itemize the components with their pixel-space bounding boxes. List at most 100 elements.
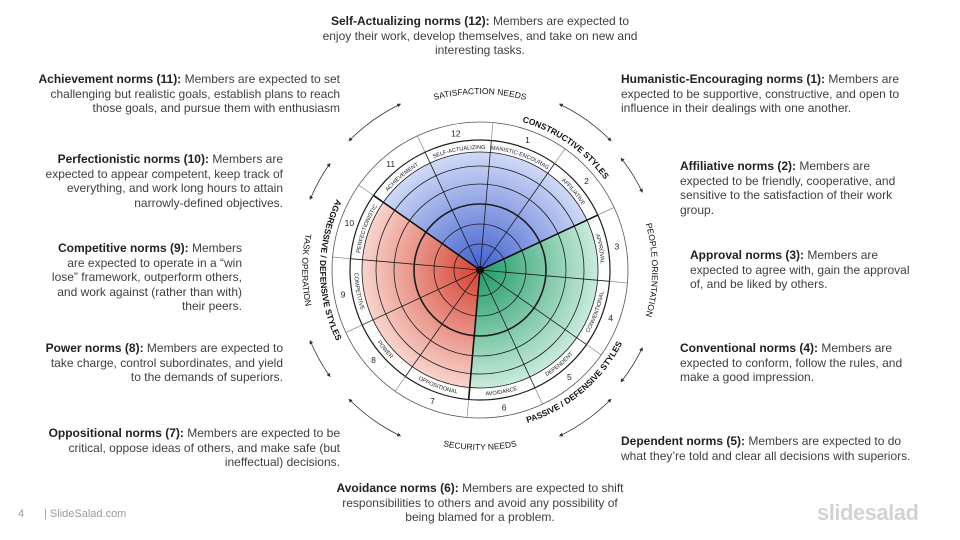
wheel-outer-ring xyxy=(349,139,611,401)
norm-title: Humanistic-Encouraging norms (1): xyxy=(621,72,826,86)
power-norm: Power norms (8): Members are expected to… xyxy=(40,341,283,385)
norm-text: Members are expected to enjoy their work… xyxy=(322,14,638,58)
norm-title: Power norms (8): xyxy=(45,341,144,355)
segment-divider xyxy=(554,148,566,164)
axis-arrow xyxy=(309,340,331,378)
humanistic-encouraging-norm: Humanistic-Encouraging norms (1): Member… xyxy=(621,72,916,116)
norm-title: Affiliative norms (2): xyxy=(680,159,797,173)
page-number: 4 xyxy=(18,508,25,520)
wheel-spoke xyxy=(479,269,587,345)
norm-title: Achievement norms (11): xyxy=(38,72,182,86)
footer-brand: | SlideSalad.com xyxy=(44,508,127,520)
segment-label: AVOIDANCE xyxy=(485,386,518,398)
axis-arrow xyxy=(309,162,331,200)
wheel-spoke xyxy=(405,269,481,377)
norm-text: Members are expected to shift responsibi… xyxy=(342,481,624,525)
center-dot xyxy=(476,266,484,274)
segment-number: 5 xyxy=(567,372,572,382)
norm-title: Perfectionistic norms (10): xyxy=(57,152,209,166)
wheel-spoke xyxy=(479,140,492,271)
norm-title: Conventional norms (4): xyxy=(680,341,819,355)
aggressive-defensive-label: AGGRESSIVE / DEFENSIVE STYLES xyxy=(318,198,344,342)
approval-norm: Approval norms (3): Members are expected… xyxy=(690,248,918,292)
slidesalad-logo: slidesalad xyxy=(817,500,919,525)
norm-text: Members are expected to be critical, opp… xyxy=(68,426,340,470)
norm-title: Dependent norms (5): xyxy=(621,434,746,448)
dependent-norm: Dependent norms (5): Members are expecte… xyxy=(621,434,921,463)
norm-title: Oppositional norms (7): xyxy=(48,426,184,440)
segment-divider xyxy=(586,344,602,356)
segment-number: 11 xyxy=(386,159,395,169)
segment-number: 9 xyxy=(341,290,346,300)
axis-arrow xyxy=(620,347,643,383)
norm-title: Approval norms (3): xyxy=(690,248,805,262)
axis-arrow xyxy=(348,398,402,437)
security-needs-label: SECURITY NEEDS xyxy=(443,438,518,452)
cluster-boundary xyxy=(479,214,599,271)
segment-divider xyxy=(417,135,426,153)
norm-text: Members are expected to be friendly, coo… xyxy=(680,159,896,217)
conventional-norm: Conventional norms (4): Members are expe… xyxy=(680,341,916,385)
segment-divider xyxy=(597,207,615,216)
segment-number: 3 xyxy=(615,241,620,251)
wheel-spoke xyxy=(350,258,481,271)
wheel-ring xyxy=(361,151,599,389)
number-ring xyxy=(331,121,629,419)
cluster-boundary xyxy=(467,269,481,400)
axis-arrow xyxy=(348,103,402,142)
competitive-norm: Competitive norms (9): Members are expec… xyxy=(44,241,242,314)
segment-number: 4 xyxy=(608,313,613,323)
wheel-ring xyxy=(433,223,527,317)
segment-number: 1 xyxy=(525,135,530,145)
satisfaction-needs-label: SATISFACTION NEEDS xyxy=(432,86,528,102)
norm-text: Members are expected to conform, follow … xyxy=(680,341,903,385)
segment-divider xyxy=(534,387,543,405)
wheel-spoke xyxy=(479,269,610,282)
wheel-spoke xyxy=(362,269,481,326)
norm-text: Members are expected to appear competent… xyxy=(45,152,283,210)
norm-text: Members are expected to do what they’re … xyxy=(621,434,911,463)
wheel-spoke xyxy=(479,269,536,388)
affiliative-norm: Affiliative norms (2): Members are expec… xyxy=(680,159,920,217)
segment-number: 6 xyxy=(502,402,507,412)
segment-number: 2 xyxy=(584,176,589,186)
axis-arrow xyxy=(558,398,612,437)
segment-number: 7 xyxy=(430,396,435,406)
axis-arrow xyxy=(620,157,643,193)
segment-divider xyxy=(345,324,363,333)
segment-number: 12 xyxy=(451,129,461,139)
segment-divider xyxy=(609,281,628,284)
avoidance-norm: Avoidance norms (6): Members are expecte… xyxy=(330,481,630,525)
segment-divider xyxy=(394,376,406,392)
perfectionistic-norm: Perfectionistic norms (10): Members are … xyxy=(44,152,283,210)
norm-text: Members are expected to agree with, gain… xyxy=(690,248,910,292)
norm-text: Members are expected to be supportive, c… xyxy=(621,72,900,116)
segment-number: 10 xyxy=(345,218,355,228)
people-orientation-label: PEOPLE ORIENTATION xyxy=(644,222,660,318)
self-actualizing-norm: Self-Actualizing norms (12): Members are… xyxy=(322,14,638,58)
segment-divider xyxy=(466,399,469,418)
norm-title: Self-Actualizing norms (12): xyxy=(330,14,490,28)
oppositional-norm: Oppositional norms (7): Members are expe… xyxy=(48,426,340,470)
wheel-ring xyxy=(453,243,507,297)
segment-number: 8 xyxy=(371,355,376,365)
achievement-norm: Achievement norms (11): Members are expe… xyxy=(36,72,340,116)
wheel-ring xyxy=(413,203,547,337)
norm-text: Members are expected to take charge, con… xyxy=(50,341,283,385)
norm-text: Members are expected to operate in a “wi… xyxy=(51,241,242,314)
wheel-ring xyxy=(375,165,585,375)
wheel-ring xyxy=(393,183,567,357)
axis-arrow xyxy=(558,103,612,142)
segment-divider xyxy=(491,122,494,141)
segment-label: APPROVAL xyxy=(594,233,605,264)
segment-divider xyxy=(332,256,351,259)
norm-title: Avoidance norms (6): xyxy=(336,481,459,495)
norm-text: Members are expected to set challenging … xyxy=(50,72,340,116)
cluster-boundary xyxy=(373,194,481,271)
wheel-spoke xyxy=(424,152,481,271)
task-operation-label: TASK OPERATION xyxy=(300,233,314,307)
norm-title: Competitive norms (9): xyxy=(57,241,189,255)
segment-divider xyxy=(358,184,374,196)
wheel-spoke xyxy=(479,163,555,271)
